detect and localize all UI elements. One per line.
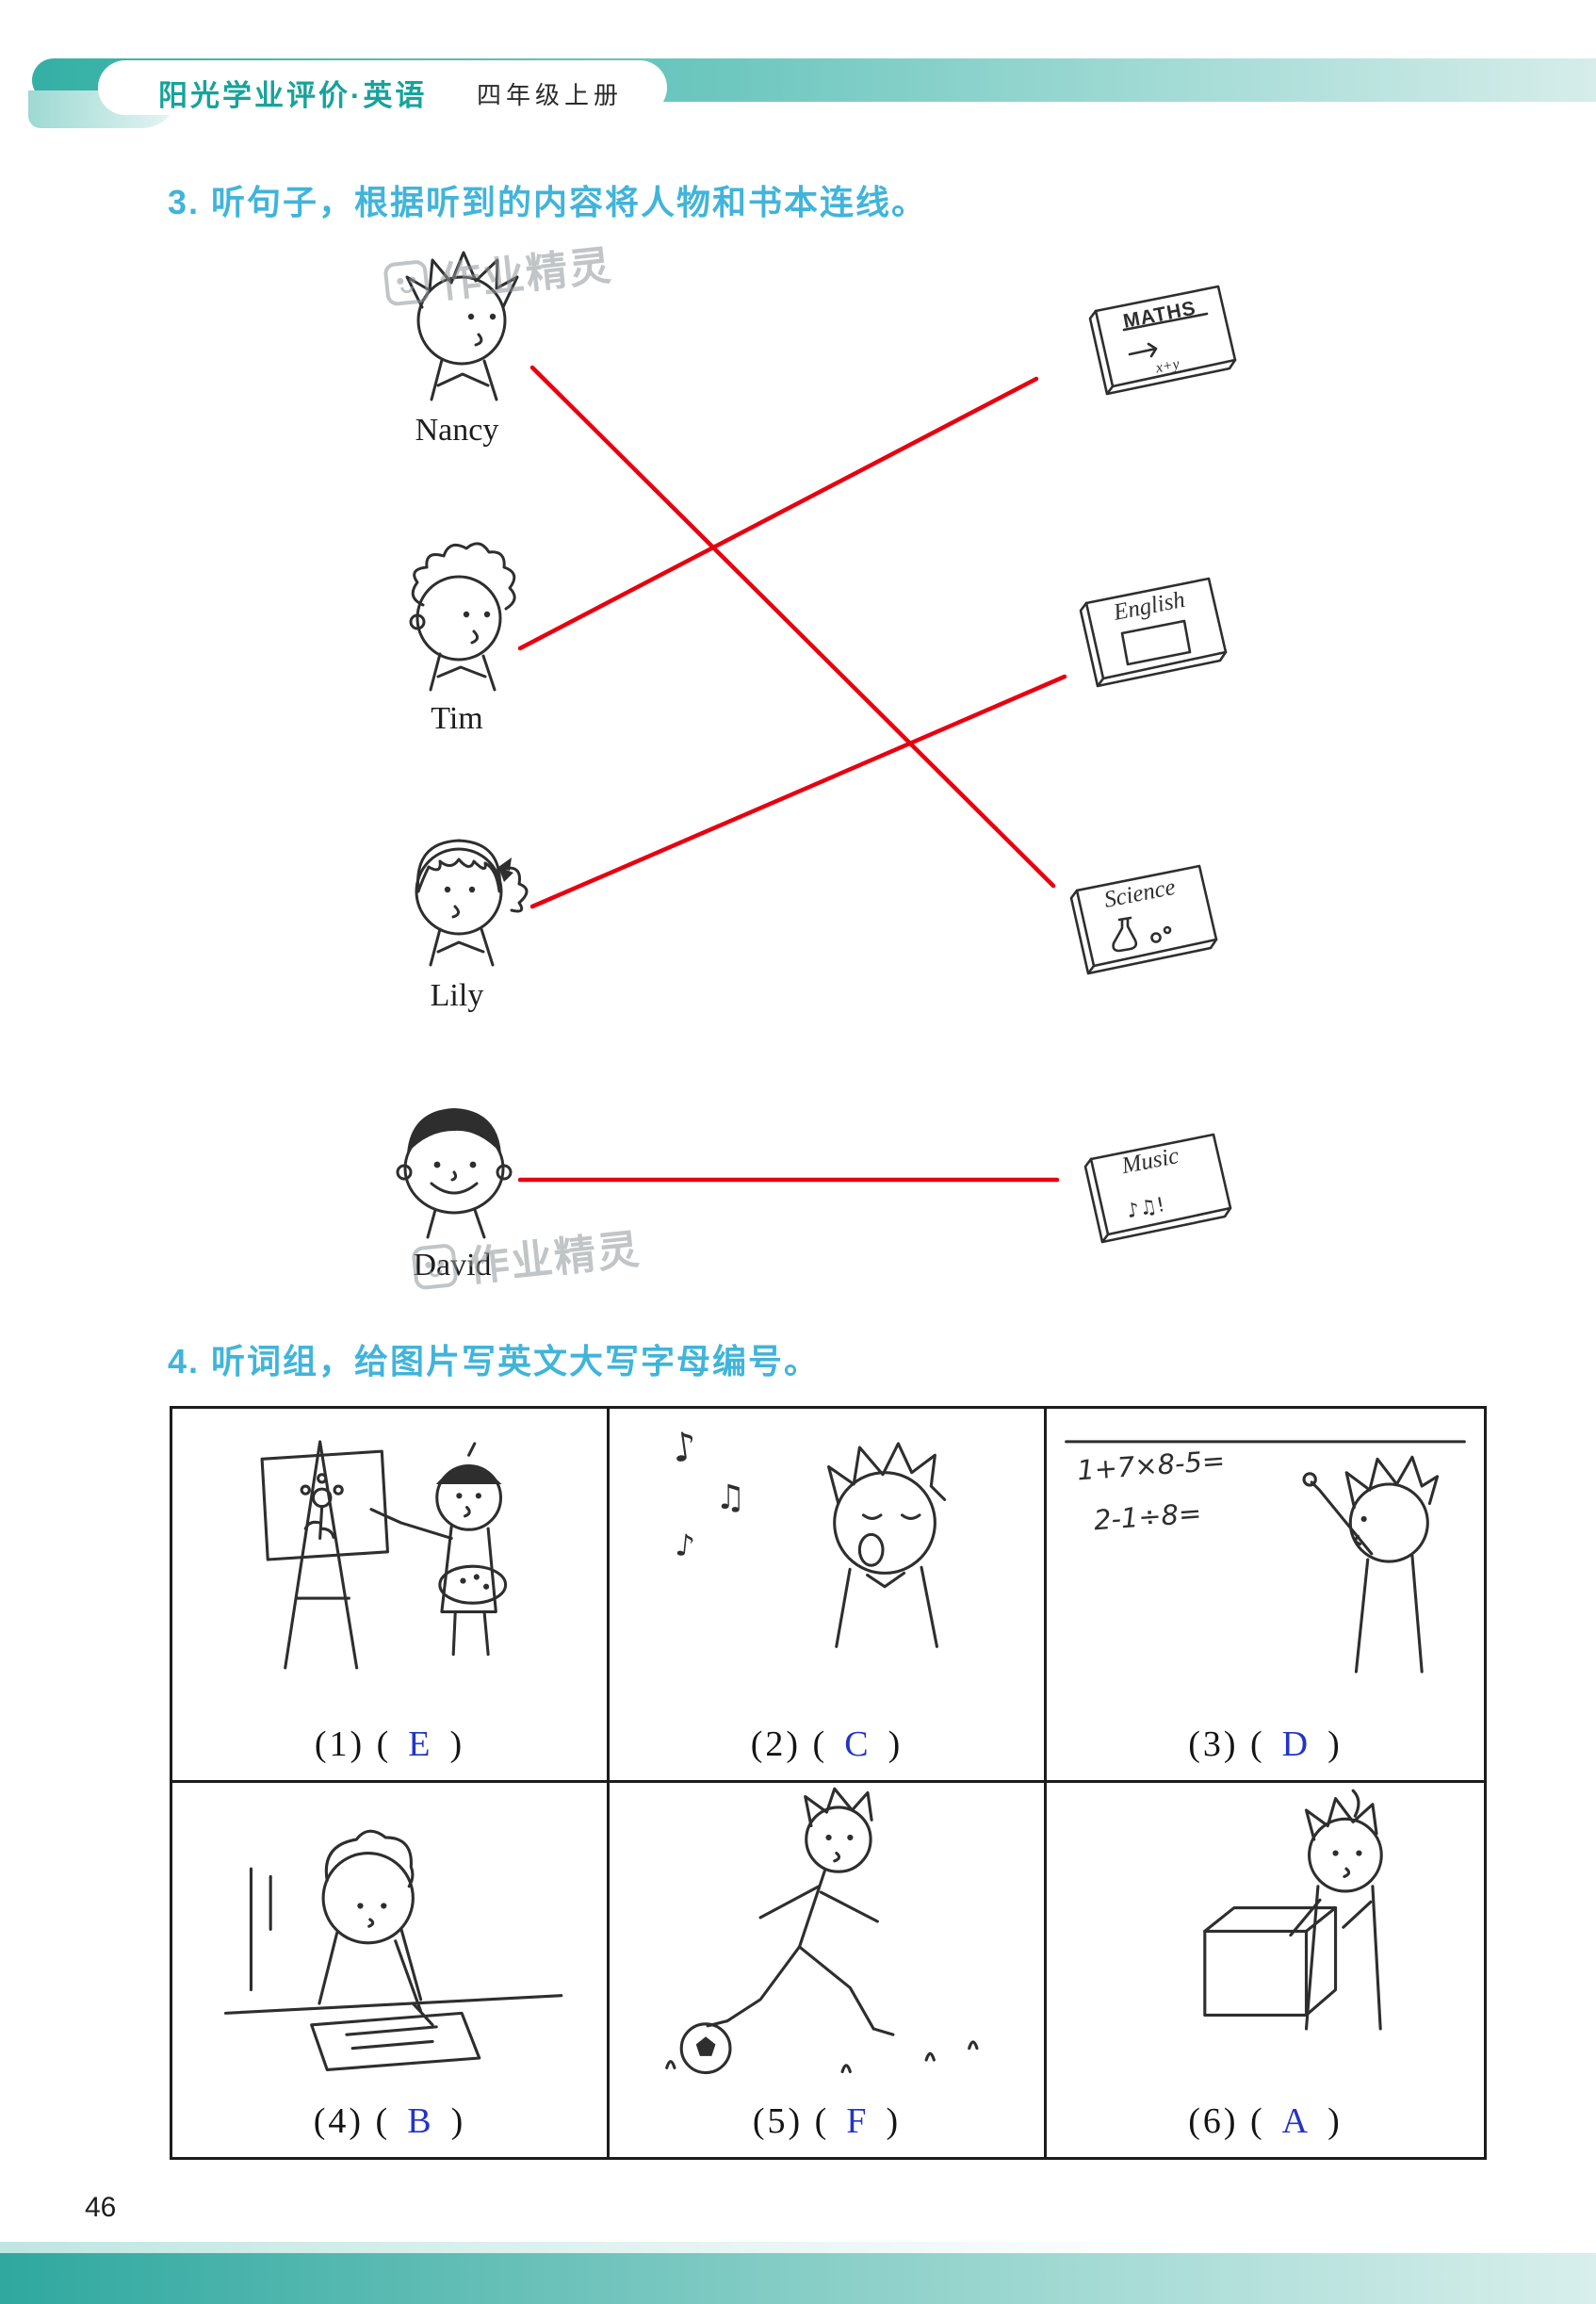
book-science: Science xyxy=(1050,853,1230,989)
answer-line-1: (1) ( E) xyxy=(172,1708,607,1780)
book-maths: MATHS x+y xyxy=(1069,273,1248,410)
answer-line-5: (5) ( F) xyxy=(610,2085,1044,2157)
football-drawing xyxy=(665,1787,979,2075)
book-english: English xyxy=(1060,565,1239,702)
section3-number: 3. xyxy=(168,183,201,221)
connection-line-nancy-science xyxy=(529,365,1056,889)
writing-drawing xyxy=(223,1829,563,2071)
answer-close: ) xyxy=(886,2101,902,2141)
music-note: ♫ xyxy=(715,1479,746,1517)
book-volume-label: 四年级上册 xyxy=(477,81,624,109)
book-series-title: 阳光学业评价·英语 xyxy=(158,79,428,112)
answer-label: (6) ( xyxy=(1188,2101,1265,2141)
answer-letter: F xyxy=(846,2101,870,2141)
grid-cell-1: (1) ( E) xyxy=(172,1409,610,1783)
grid-cell-6: (6) ( A) xyxy=(1047,1783,1484,2157)
book-title-text: English xyxy=(1111,587,1187,626)
person-name: Lily xyxy=(430,978,484,1013)
maths-scene: 1+7×8-5= 2-1÷8= xyxy=(1047,1409,1484,1708)
science-book-drawing: Science xyxy=(1069,864,1218,975)
section4-title: 4. 听词组，给图片写英文大写字母编号。 xyxy=(168,1334,820,1383)
watermark-icon xyxy=(411,1242,459,1291)
nancy-drawing xyxy=(405,251,519,401)
answer-letter: B xyxy=(407,2101,434,2141)
answer-close: ) xyxy=(1327,1724,1343,1764)
answer-label: (2) ( xyxy=(750,1724,828,1764)
english-book-drawing: English xyxy=(1079,577,1228,688)
answer-line-3: (3) ( D) xyxy=(1047,1708,1484,1780)
maths-drawing xyxy=(1065,1440,1466,1674)
header-plate xyxy=(98,60,667,115)
lily-drawing xyxy=(415,839,529,967)
maths-book-drawing: MATHS x+y xyxy=(1088,285,1237,396)
answer-letter: D xyxy=(1281,1724,1311,1764)
equation: 1+7×8-5= xyxy=(1076,1444,1227,1487)
blackboard-equations: 1+7×8-5= 2-1÷8= xyxy=(1075,1436,1230,1547)
answer-letter: E xyxy=(408,1724,433,1764)
answer-close: ) xyxy=(888,1724,904,1764)
football-scene xyxy=(610,1783,1044,2085)
answer-letter: A xyxy=(1281,2101,1311,2141)
person-nancy: Nancy xyxy=(367,247,546,449)
connection-line-lily-english xyxy=(529,674,1067,909)
footer-band xyxy=(0,2253,1596,2304)
watermark: 作业精灵 xyxy=(382,232,614,316)
page-number: 46 xyxy=(85,2192,117,2223)
section3-title: 3. 听句子，根据听到的内容将人物和书本连线。 xyxy=(168,175,927,224)
reading-drawing xyxy=(1203,1789,1383,2031)
writing-scene xyxy=(172,1783,607,2085)
david-drawing xyxy=(396,1108,513,1239)
person-tim: Tim xyxy=(367,535,546,737)
music-book-drawing: Music ♪♫! xyxy=(1083,1133,1232,1244)
answer-label: (1) ( xyxy=(314,1724,392,1764)
answer-line-2: (2) ( C) xyxy=(610,1708,1044,1780)
answer-close: ) xyxy=(1327,2101,1343,2141)
section4-instruction: 听词组，给图片写英文大写字母编号。 xyxy=(211,1342,821,1381)
answer-line-6: (6) ( A) xyxy=(1047,2085,1484,2157)
answer-label: (4) ( xyxy=(313,2101,391,2141)
grid-cell-3: 1+7×8-5= 2-1÷8= (3) ( D) xyxy=(1047,1409,1484,1783)
grid-cell-5: (5) ( F) xyxy=(610,1783,1047,2157)
tim-drawing xyxy=(409,542,516,692)
answer-label: (5) ( xyxy=(752,2101,830,2141)
book-doodle-text: ♪♫! xyxy=(1125,1193,1166,1222)
painting-drawing xyxy=(260,1440,508,1670)
painting-scene xyxy=(172,1409,607,1708)
book-title-text: Science xyxy=(1102,874,1178,913)
picture-grid: (1) ( E) ♪ ♫ ♪ (2) ( C) xyxy=(170,1406,1487,2160)
section3-instruction: 听句子，根据听到的内容将人物和书本连线。 xyxy=(211,183,928,221)
grid-cell-2: ♪ ♫ ♪ (2) ( C) xyxy=(610,1409,1047,1783)
singing-drawing xyxy=(827,1442,947,1648)
equation: 2-1÷8= xyxy=(1092,1496,1203,1537)
music-note: ♪ xyxy=(674,1527,697,1564)
watermark-icon xyxy=(383,258,431,307)
answer-close: ) xyxy=(450,2101,466,2141)
answer-label: (3) ( xyxy=(1188,1724,1265,1764)
singing-scene: ♪ ♫ ♪ xyxy=(610,1409,1044,1708)
person-name: Nancy xyxy=(415,413,499,448)
grid-cell-4: (4) ( B) xyxy=(172,1783,610,2157)
answer-close: ) xyxy=(449,1724,465,1764)
watermark-text: 作业精灵 xyxy=(437,242,615,307)
person-name: Tim xyxy=(431,701,483,736)
connection-line-tim-maths xyxy=(517,376,1039,651)
answer-letter: C xyxy=(844,1724,871,1764)
book-music: Music ♪♫! xyxy=(1065,1121,1244,1258)
book-title-text: Music xyxy=(1118,1143,1181,1179)
book-doodle-text: x+y xyxy=(1153,356,1181,377)
person-lily: Lily xyxy=(367,812,546,1014)
answer-line-4: (4) ( B) xyxy=(172,2085,607,2157)
reading-scene xyxy=(1047,1783,1484,2085)
section4-number: 4. xyxy=(168,1342,201,1381)
